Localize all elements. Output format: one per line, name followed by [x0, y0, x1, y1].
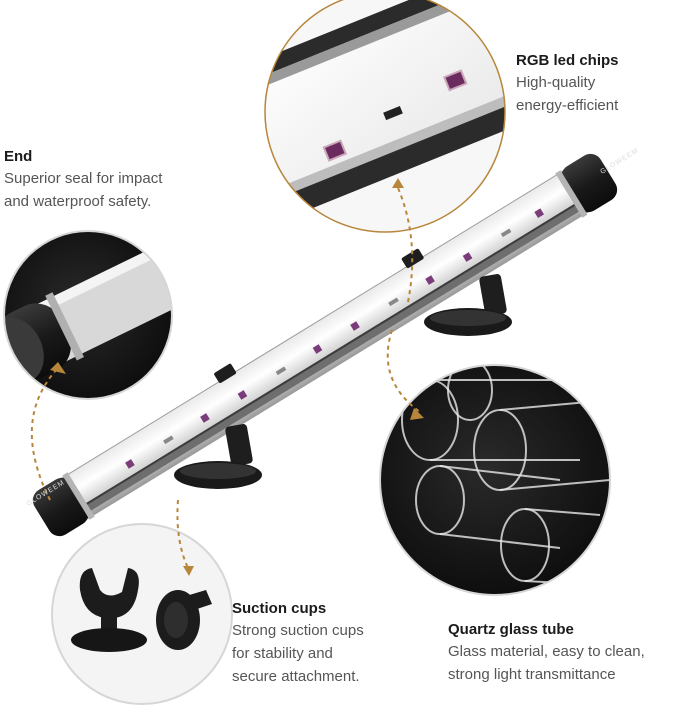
bar-suction-cup-right	[424, 274, 512, 336]
feature-desc-line: energy-efficient	[516, 97, 619, 114]
feature-title: RGB led chips	[516, 52, 619, 69]
arrow-rgb	[397, 187, 414, 303]
feature-title: Suction cups	[232, 600, 327, 617]
feature-desc-line: Superior seal for impact	[4, 170, 163, 187]
quartz-tube-zoom-circle	[380, 365, 610, 595]
feature-end: End Superior seal for impact and waterpr…	[4, 147, 162, 213]
light-bar	[32, 153, 618, 537]
feature-desc-line: Strong suction cups	[232, 622, 364, 639]
feature-desc-line: High-quality	[516, 74, 596, 91]
feature-desc-line: secure attachment.	[232, 668, 360, 685]
feature-suction-cups: Suction cups Strong suction cups for sta…	[232, 599, 364, 688]
feature-title: End	[4, 148, 33, 165]
arrowheads	[50, 178, 424, 576]
feature-title: Quartz glass tube	[448, 621, 574, 638]
feature-desc-line: and waterproof safety.	[4, 193, 152, 210]
feature-rgb-led: RGB led chips High-quality energy-effici…	[516, 51, 619, 117]
feature-desc-line: strong light transmittance	[448, 666, 616, 683]
arrow-end	[30, 367, 59, 501]
callout-arrows	[30, 187, 421, 569]
feature-desc-line: for stability and	[232, 645, 333, 662]
feature-quartz-tube: Quartz glass tube Glass material, easy t…	[448, 620, 645, 686]
led-chips	[125, 208, 544, 469]
bar-suction-cup-left	[174, 424, 262, 489]
end-cap-right	[555, 153, 618, 218]
arrow-quartz	[386, 329, 421, 413]
suction-cups-zoom-circle	[52, 524, 232, 704]
feature-desc-line: Glass material, easy to clean,	[448, 643, 645, 660]
